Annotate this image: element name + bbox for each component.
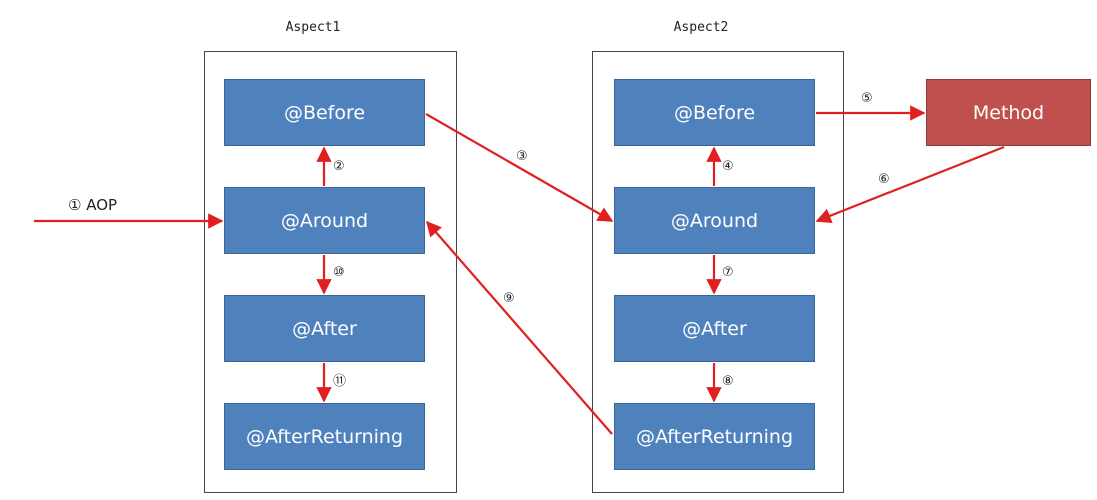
step-4-label: ④ [722, 159, 734, 174]
arrow-aspect1-before-to-aspect2-around [425, 113, 614, 222]
aspect2-after-box: @After [614, 295, 815, 362]
aspect1-after-returning-box: @AfterReturning [224, 403, 425, 470]
aspect2-title: Aspect2 [673, 20, 729, 35]
step-11-label: ⑪ [333, 374, 347, 389]
entry-label: ① AOP [68, 196, 118, 214]
aspect1-after-box: @After [224, 295, 425, 362]
arrow-method-to-aspect2-around [815, 145, 1005, 224]
step-3-label: ③ [516, 149, 528, 164]
aspect1-before-box: @Before [224, 79, 425, 146]
step-5-label: ⑤ [861, 91, 873, 106]
step-2-label: ② [333, 159, 345, 174]
aspect1-title: Aspect1 [285, 20, 341, 35]
step-9-label: ⑨ [503, 291, 515, 306]
step-8-label: ⑧ [722, 374, 734, 389]
arrow-aspect2-afterreturning-to-aspect1-around [425, 220, 613, 435]
step-7-label: ⑦ [722, 265, 734, 280]
aspect2-after-returning-box: @AfterReturning [614, 403, 815, 470]
method-box: Method [926, 79, 1091, 146]
aspect1-around-box: @Around [224, 187, 425, 254]
aspect2-before-box: @Before [614, 79, 815, 146]
step-10-label: ⑩ [333, 265, 345, 280]
step-6-label: ⑥ [878, 172, 890, 187]
aspect2-around-box: @Around [614, 187, 815, 254]
